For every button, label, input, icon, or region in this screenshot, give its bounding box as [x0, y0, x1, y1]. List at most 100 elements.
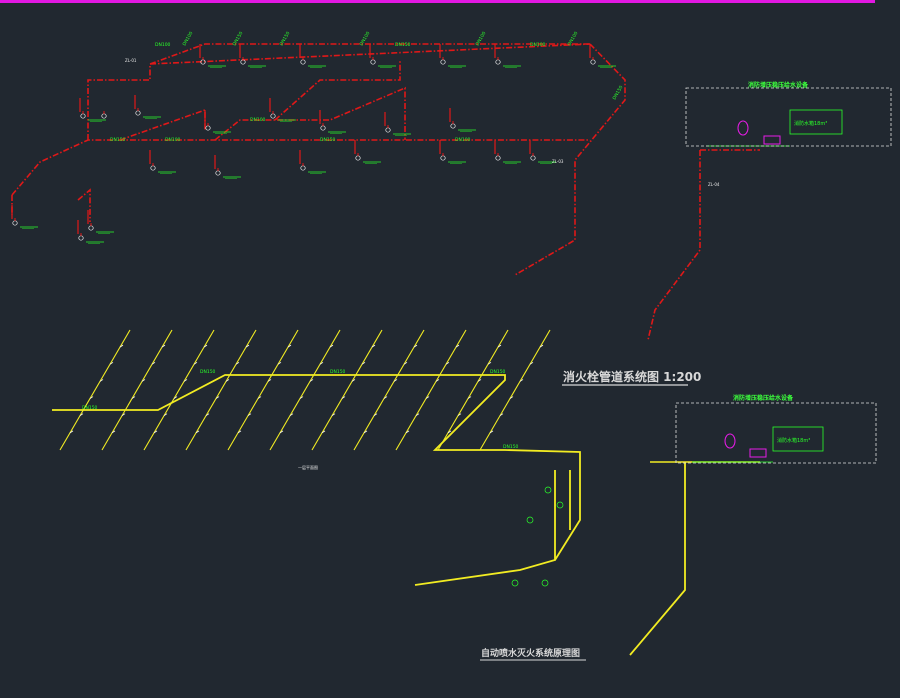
- sprinkler-head: [447, 430, 452, 434]
- sprinkler-head: [161, 344, 166, 348]
- sprinkler-riser-zl: [629, 462, 686, 656]
- sprinkler-main-trunk: [52, 374, 506, 451]
- hydrant-link-a: [119, 108, 206, 141]
- sprinkler-head: [393, 379, 398, 382]
- sprinkler-head: [225, 379, 230, 382]
- sprinkler-head: [173, 396, 178, 399]
- sprinkler-head: [119, 344, 124, 348]
- hydrant-cabinet-symbol: [590, 59, 596, 65]
- hydrant-cabinet-symbol: [270, 113, 276, 119]
- hydrant-pipe-size-label: DN100: [455, 137, 471, 143]
- sprinkler-head: [299, 396, 304, 399]
- hydrant-cabinet-symbol: [370, 59, 376, 65]
- sprinkler-head: [509, 396, 514, 399]
- hydrant-cabinet-symbol: [215, 170, 221, 176]
- pressure-tank-symbol: [724, 433, 736, 449]
- sprinkler-head: [183, 379, 188, 382]
- hydrant-pipe-size-label: DN150: [395, 42, 411, 48]
- sprinkler-head: [413, 344, 418, 348]
- sprinkler-head: [341, 396, 346, 399]
- hydrant-cabinet-symbol: [530, 155, 536, 161]
- hydrant-cabinet-symbol: [78, 235, 84, 241]
- sprinkler-head: [331, 413, 336, 417]
- hydrant-cabinet-symbol: [88, 225, 94, 231]
- hydrant-cabinet-symbol: [320, 125, 326, 131]
- sprinkler-pipe-size-label: DN150: [330, 369, 346, 375]
- hydrant-main-lower: [11, 139, 590, 196]
- hydrant-riser-zl03: [514, 43, 626, 276]
- sprinkler-head: [235, 361, 240, 365]
- hydrant-pipe-size-label: DN100: [165, 137, 181, 143]
- hydrant-pipe-size-label: DN100: [182, 31, 195, 47]
- sprinkler-head: [203, 344, 208, 348]
- riser-label-zl03: ZL-03: [552, 159, 564, 164]
- hydrant-cabinet-symbol: [440, 155, 446, 161]
- hydrant-pipe-size-label: DN100: [155, 42, 171, 48]
- hydrant-water-tank-label: 消防水箱18m³: [794, 120, 827, 127]
- equipment-group: [692, 120, 790, 463]
- riser-label-zl04: ZL-04: [708, 182, 720, 187]
- sprinkler-branch-line: [395, 329, 467, 451]
- sprinkler-valve-symbol: [526, 516, 534, 524]
- title-bar-accent: [0, 0, 875, 3]
- hydrant-cabinet-symbol: [205, 125, 211, 131]
- pump-set-symbol: [763, 135, 781, 145]
- hydrant-cabinet-symbol: [450, 123, 456, 129]
- sprinkler-valve-symbol: [511, 579, 519, 587]
- sprinkler-head: [363, 430, 368, 434]
- sprinkler-branch-line: [437, 329, 509, 451]
- hydrant-tank-box-title: 消防增压稳压给水设备: [748, 81, 809, 89]
- hydrant-cabinet-symbol: [80, 113, 86, 119]
- sprinkler-head: [131, 396, 136, 399]
- sprinkler-head: [415, 413, 420, 417]
- hydrant-pipe-size-label: DN150: [320, 137, 336, 143]
- sprinkler-pipe-size-label: DN150: [82, 405, 98, 411]
- sprinkler-valve-symbol: [541, 579, 549, 587]
- sprinkler-head: [245, 344, 250, 348]
- hydrant-cabinet-symbol: [440, 59, 446, 65]
- sprinkler-water-tank: [772, 426, 824, 452]
- sprinkler-head: [455, 344, 460, 348]
- sprinkler-head: [499, 413, 504, 417]
- sprinkler-head: [321, 430, 326, 434]
- sprinkler-head: [289, 413, 294, 417]
- sprinkler-pipe-size-label: DN150: [503, 444, 519, 450]
- hydrant-system-title: 消火栓管道系统图 1:200: [563, 369, 701, 384]
- sprinkler-head: [109, 361, 114, 365]
- sprinkler-head: [69, 430, 74, 434]
- sprinkler-branch-line: [185, 329, 257, 451]
- sprinkler-branch-line: [269, 329, 341, 451]
- sprinkler-head: [539, 344, 544, 348]
- sprinkler-head: [477, 379, 482, 382]
- hydrant-main-upper: [87, 43, 591, 140]
- sprinkler-head: [467, 396, 472, 399]
- hydrant-tank-frame: [685, 87, 892, 147]
- sprinkler-head: [237, 430, 242, 434]
- sprinkler-riser-a: [504, 449, 581, 561]
- hydrant-riser-zl04: [647, 150, 701, 341]
- sprinkler-valve-symbol: [544, 486, 552, 494]
- sprinkler-head: [205, 413, 210, 417]
- sprinkler-head: [99, 379, 104, 382]
- hydrant-water-tank: [789, 109, 843, 135]
- hydrant-pipe-system: [11, 43, 760, 341]
- pump-set-symbol: [749, 448, 767, 458]
- sprinkler-head: [195, 430, 200, 434]
- hydrant-cabinet-symbol: [385, 127, 391, 133]
- sprinkler-head: [79, 413, 84, 417]
- sprinkler-head: [445, 361, 450, 365]
- hydrant-pipe-size-label: DN150: [612, 85, 625, 101]
- sprinkler-head: [277, 361, 282, 365]
- sprinkler-head: [121, 413, 126, 417]
- hydrant-cabinet-symbol: [300, 165, 306, 171]
- hydrant-pipe-size-label: DN150: [110, 137, 126, 143]
- sprinkler-branch-line: [353, 329, 425, 451]
- sprinkler-pipe-system: [52, 329, 760, 656]
- hydrant-pipe-size-label: DN100: [250, 117, 266, 123]
- sprinkler-pipe-size-label: DN150: [200, 369, 216, 375]
- sprinkler-head: [193, 361, 198, 365]
- sprinkler-head: [151, 361, 156, 365]
- hydrant-cabinet-symbol: [12, 220, 18, 226]
- sprinkler-head: [497, 344, 502, 348]
